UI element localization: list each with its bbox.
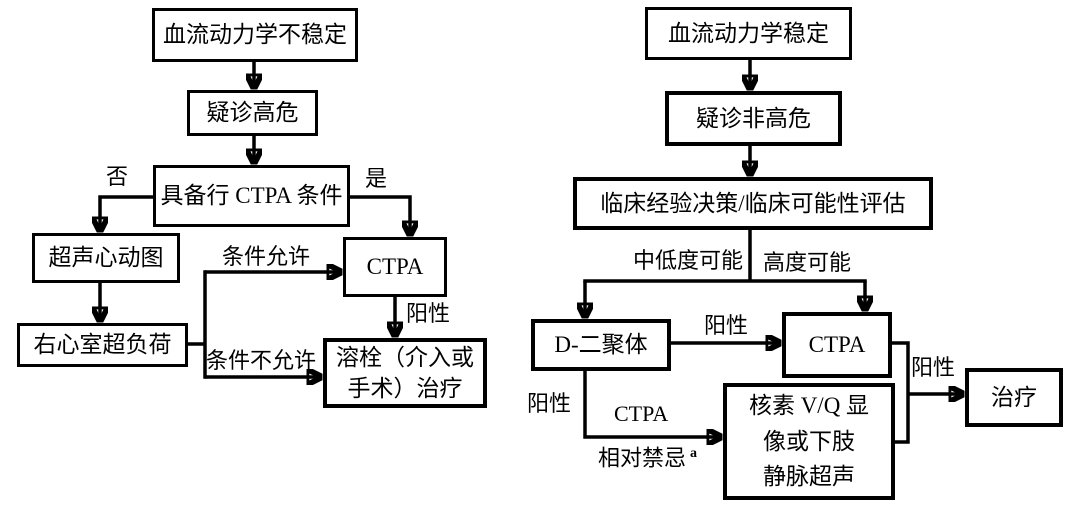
node-vq-scan: 核素 V/Q 显 像或下肢 静脉超声 — [723, 383, 895, 500]
node-hemodynamically-stable: 血流动力学稳定 — [645, 7, 852, 60]
node-hemodynamically-unstable: 血流动力学不稳定 — [152, 8, 358, 62]
node-ctpa-feasible: 具备行 CTPA 条件 — [153, 165, 350, 227]
node-suspected-non-high-risk: 疑诊非高危 — [665, 91, 842, 146]
label-positive-to-ctpa: 阳性 — [704, 313, 749, 338]
relative-contraindication-text: 相对禁忌 — [598, 445, 687, 471]
vq-scan-line1: 核素 V/Q 显 — [748, 393, 870, 419]
node-echocardiography: 超声心动图 — [32, 233, 180, 283]
node-ctpa-right: CTPA — [782, 312, 892, 378]
vq-scan-line2: 像或下肢 — [763, 428, 855, 454]
label-condition-not-allowed: 条件不允许 — [206, 348, 317, 373]
edge-no-to-echo — [100, 195, 153, 231]
node-suspected-high-risk: 疑诊高危 — [187, 90, 318, 136]
label-ctpa-edge: CTPA — [614, 401, 669, 426]
label-no: 否 — [106, 164, 129, 189]
node-thrombolysis-treatment: 溶栓（介入或 手术）治疗 — [323, 338, 487, 408]
node-treatment: 治疗 — [965, 368, 1063, 427]
edge-yes-to-ctpa — [350, 195, 410, 235]
vq-scan-line3: 静脉超声 — [763, 464, 855, 490]
label-positive-left: 阳性 — [406, 301, 451, 326]
thrombolysis-line1: 溶栓（介入或 — [336, 344, 474, 370]
label-high-probability: 高度可能 — [763, 250, 852, 275]
edge-rvoverload-spine — [186, 270, 207, 379]
node-clinical-assessment: 临床经验决策/临床可能性评估 — [573, 177, 933, 230]
edge-assessment-split-spine — [583, 228, 867, 283]
label-low-medium-probability: 中低度可能 — [633, 248, 744, 273]
node-d-dimer: D-二聚体 — [531, 319, 671, 371]
thrombolysis-text: 溶栓（介入或 手术）治疗 — [336, 342, 474, 404]
thrombolysis-line2: 手术）治疗 — [347, 376, 463, 401]
node-ctpa-left: CTPA — [343, 237, 447, 297]
label-positive-to-treatment: 阳性 — [911, 355, 956, 380]
label-condition-allowed: 条件允许 — [222, 244, 311, 269]
relative-contraindication-superscript: a — [690, 446, 698, 461]
edge-ddimer-to-vqscan — [583, 371, 721, 437]
vq-scan-text: 核素 V/Q 显 像或下肢 静脉超声 — [749, 388, 869, 495]
label-positive-down: 阳性 — [527, 391, 572, 416]
node-rv-overload: 右心室超负荷 — [17, 323, 188, 367]
label-yes: 是 — [365, 166, 388, 191]
